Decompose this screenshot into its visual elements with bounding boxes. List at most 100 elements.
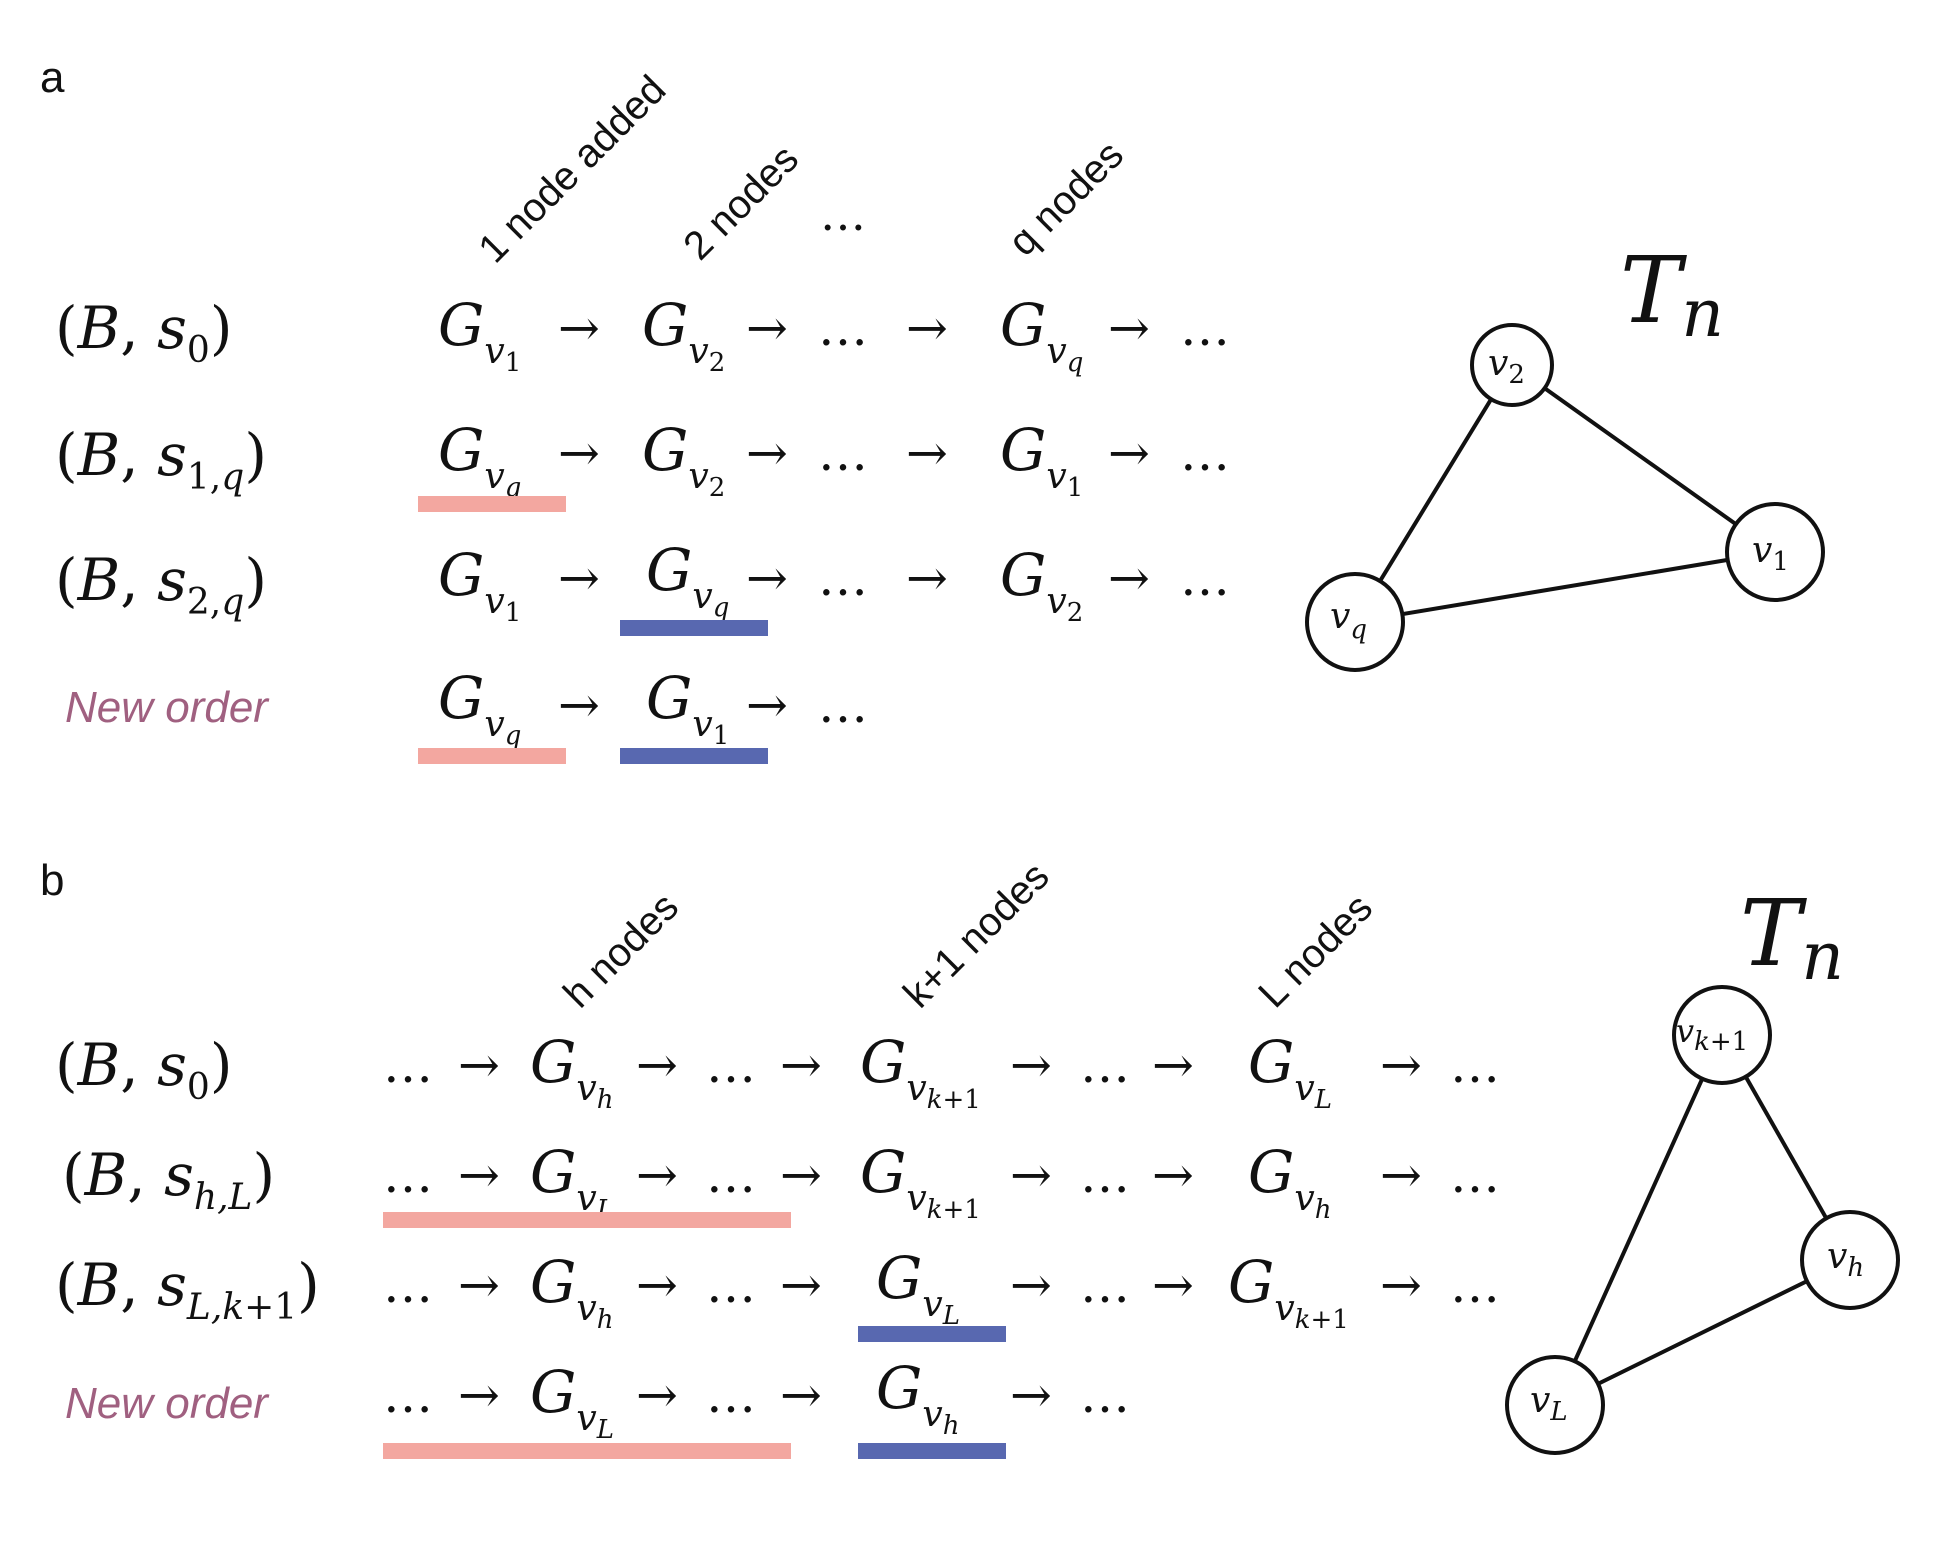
svg-text:→: → bbox=[1108, 549, 1150, 607]
svg-text:(B, s0): (B, s0) bbox=[55, 294, 232, 371]
svg-text:Gvq: Gvq bbox=[438, 416, 521, 503]
header-L-nodes: L nodes bbox=[1250, 886, 1381, 1017]
header-1-node-added: 1 node added bbox=[470, 67, 674, 271]
panel-a-label: a bbox=[40, 53, 65, 102]
svg-text:…: … bbox=[1080, 1036, 1130, 1094]
svg-text:…: … bbox=[383, 1036, 433, 1094]
svg-text:Gvq: Gvq bbox=[438, 664, 521, 751]
svg-text:…: … bbox=[1080, 1256, 1130, 1314]
svg-text:…: … bbox=[1450, 1256, 1500, 1314]
svg-text:→: → bbox=[780, 1146, 822, 1204]
svg-text:→: → bbox=[636, 1036, 678, 1094]
underline-blue-b4 bbox=[858, 1443, 1006, 1459]
svg-text:→: → bbox=[1152, 1146, 1194, 1204]
svg-text:→: → bbox=[1152, 1256, 1194, 1314]
graph-b: Tn vk+1 vh vL bbox=[1505, 880, 1900, 1455]
svg-text:→: → bbox=[746, 549, 788, 607]
svg-text:→: → bbox=[780, 1366, 822, 1424]
svg-text:→: → bbox=[636, 1256, 678, 1314]
svg-text:Tn: Tn bbox=[1740, 880, 1844, 995]
svg-text:Gvk+1: Gvk+1 bbox=[1228, 1248, 1349, 1335]
svg-text:…: … bbox=[706, 1366, 756, 1424]
header-h-nodes: h nodes bbox=[555, 885, 687, 1017]
svg-text:→: → bbox=[746, 299, 788, 357]
svg-text:→: → bbox=[458, 1366, 500, 1424]
svg-text:(B, s0): (B, s0) bbox=[55, 1031, 232, 1108]
svg-text:→: → bbox=[558, 424, 600, 482]
svg-text:→: → bbox=[636, 1146, 678, 1204]
row-a-4: New order Gvq → Gv1 → … bbox=[65, 664, 868, 764]
underline-blue-b3 bbox=[858, 1326, 1006, 1342]
svg-text:…: … bbox=[1080, 1366, 1130, 1424]
svg-text:→: → bbox=[780, 1036, 822, 1094]
row-a-3: (B, s2,q) Gv1 → Gvq → … → Gv2 → … bbox=[55, 536, 1230, 636]
row-b-3: (B, sL,k+1) … → Gvh → … → GvL → … → Gvk+… bbox=[55, 1244, 1500, 1342]
new-order-label-a: New order bbox=[65, 683, 270, 732]
svg-text:→: → bbox=[1108, 299, 1150, 357]
svg-text:Gv1: Gv1 bbox=[438, 291, 521, 378]
svg-text:…: … bbox=[706, 1146, 756, 1204]
node-v2 bbox=[1470, 323, 1554, 407]
svg-text:…: … bbox=[818, 549, 868, 607]
svg-text:→: → bbox=[458, 1146, 500, 1204]
svg-text:→: → bbox=[1010, 1036, 1052, 1094]
underline-pink-b2 bbox=[383, 1212, 791, 1228]
node-vq bbox=[1305, 572, 1405, 672]
panel-b-label: b bbox=[40, 856, 64, 905]
svg-text:→: → bbox=[1010, 1256, 1052, 1314]
svg-text:…: … bbox=[1080, 1146, 1130, 1204]
underline-pink-a4 bbox=[418, 748, 566, 764]
node-v1 bbox=[1725, 502, 1825, 602]
svg-text:…: … bbox=[383, 1366, 433, 1424]
svg-text:→: → bbox=[746, 424, 788, 482]
svg-text:→: → bbox=[1108, 424, 1150, 482]
svg-text:…: … bbox=[383, 1256, 433, 1314]
svg-text:…: … bbox=[1450, 1036, 1500, 1094]
svg-text:(B, sh,L): (B, sh,L) bbox=[62, 1141, 275, 1218]
svg-text:…: … bbox=[383, 1146, 433, 1204]
svg-text:…: … bbox=[1180, 424, 1230, 482]
row-a-1: (B, s0) Gv1 → Gv2 → … → Gvq → … bbox=[55, 291, 1230, 378]
svg-text:GvL: GvL bbox=[1248, 1028, 1332, 1115]
svg-text:Gv1: Gv1 bbox=[1000, 416, 1083, 503]
underline-blue-a3 bbox=[620, 620, 768, 636]
node-vL bbox=[1505, 1355, 1605, 1455]
svg-text:→: → bbox=[906, 549, 948, 607]
underline-pink-a2 bbox=[418, 496, 566, 512]
svg-text:Gvh: Gvh bbox=[530, 1248, 613, 1335]
svg-text:(B, s2,q): (B, s2,q) bbox=[55, 546, 267, 623]
row-a-2: (B, s1,q) Gvq → Gv2 → … → Gv1 → … bbox=[55, 416, 1230, 512]
svg-text:→: → bbox=[1010, 1146, 1052, 1204]
svg-text:…: … bbox=[818, 299, 868, 357]
node-vk1 bbox=[1672, 985, 1772, 1085]
svg-text:→: → bbox=[906, 424, 948, 482]
underline-blue-a4 bbox=[620, 748, 768, 764]
svg-text:Gv2: Gv2 bbox=[642, 291, 725, 378]
svg-text:…: … bbox=[706, 1256, 756, 1314]
svg-text:…: … bbox=[706, 1036, 756, 1094]
graph-a: Tn v2 v1 vq bbox=[1305, 237, 1825, 672]
svg-text:→: → bbox=[558, 549, 600, 607]
svg-text:GvL: GvL bbox=[530, 1358, 614, 1445]
svg-text:vq: vq bbox=[1330, 596, 1367, 645]
svg-text:Gvh: Gvh bbox=[530, 1028, 613, 1115]
svg-text:Gvh: Gvh bbox=[1248, 1138, 1331, 1225]
svg-text:→: → bbox=[458, 1256, 500, 1314]
svg-text:→: → bbox=[1152, 1036, 1194, 1094]
svg-text:Gv1: Gv1 bbox=[438, 541, 521, 628]
svg-text:Tn: Tn bbox=[1620, 237, 1724, 352]
svg-text:→: → bbox=[1380, 1146, 1422, 1204]
row-b-1: (B, s0) … → Gvh → … → Gvk+1 → … → GvL → … bbox=[55, 1028, 1500, 1115]
svg-text:→: → bbox=[906, 299, 948, 357]
svg-text:…: … bbox=[1180, 549, 1230, 607]
svg-text:→: → bbox=[636, 1366, 678, 1424]
svg-text:Gvq: Gvq bbox=[646, 536, 729, 623]
svg-text:GvL: GvL bbox=[876, 1244, 960, 1331]
svg-text:…: … bbox=[818, 676, 868, 734]
svg-text:→: → bbox=[1010, 1366, 1052, 1424]
header-q-nodes: q nodes bbox=[1000, 133, 1132, 265]
svg-text:…: … bbox=[1450, 1146, 1500, 1204]
svg-text:Gvq: Gvq bbox=[1000, 291, 1083, 378]
svg-text:→: → bbox=[746, 676, 788, 734]
